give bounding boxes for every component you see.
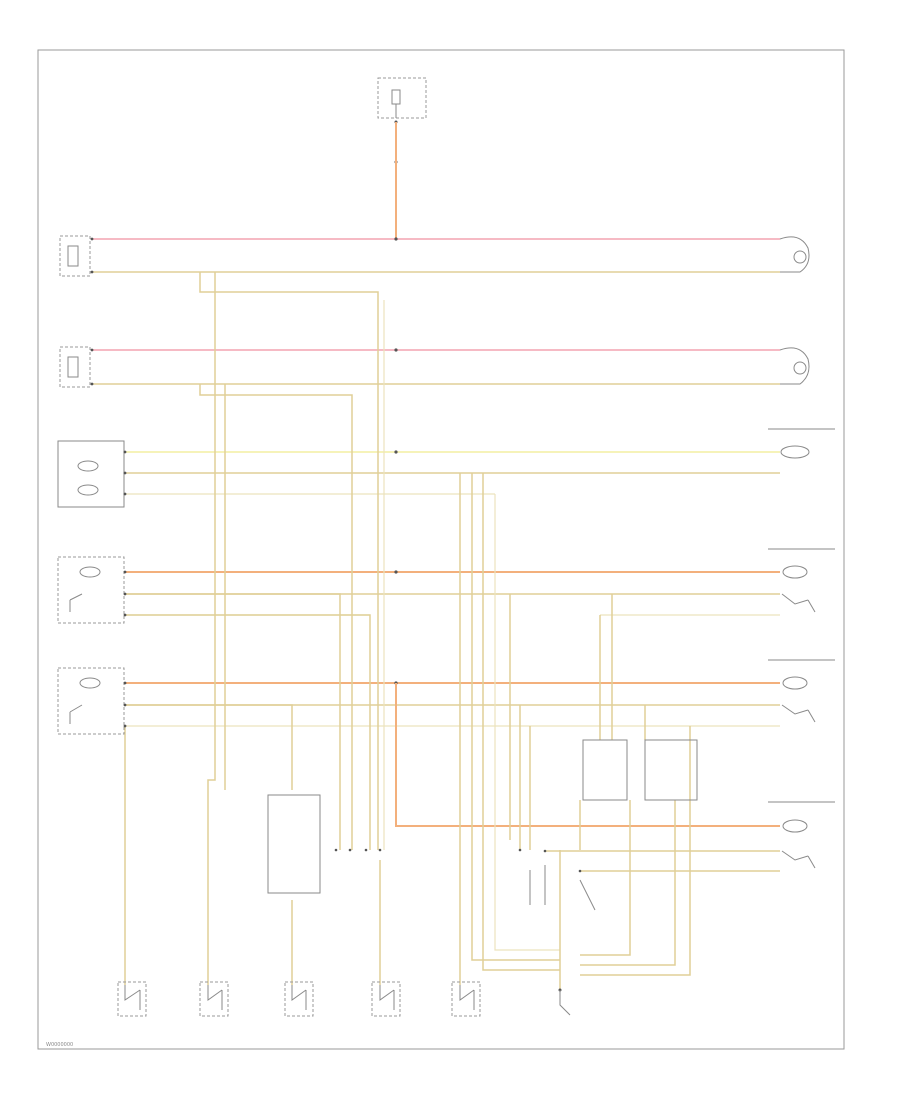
diagram-frame [37, 49, 845, 1050]
bulb-icon [67, 356, 79, 378]
bulb-icon [782, 565, 808, 579]
door-switch-5 [451, 981, 481, 1017]
left-exterior-lamp [57, 556, 127, 624]
splice-dot-icon [394, 237, 398, 241]
bulb-icon [780, 445, 810, 459]
switch-icon [559, 990, 571, 1016]
switch-icon [124, 985, 141, 1010]
dome-lamp [57, 440, 127, 508]
left-lamp-1 [59, 235, 94, 277]
left-lamp-2 [59, 346, 94, 388]
splice-dot-icon [394, 450, 398, 454]
harness-run-a [199, 272, 379, 850]
splice-dot-icon [394, 348, 398, 352]
switch-icon [379, 985, 395, 1010]
bulb-icon [782, 676, 808, 690]
switch-icon [459, 985, 475, 1010]
fuse-block [377, 77, 427, 164]
right-exterior-lamp-a [781, 565, 816, 613]
right-lamp-2 [779, 347, 810, 385]
switch-icon [781, 593, 816, 613]
bulb-icon [79, 677, 101, 689]
splice-dot-icon [394, 570, 398, 574]
right-dome-lamp [780, 445, 810, 459]
bulb-icon [782, 819, 808, 833]
lower-lamp-feed-wire [395, 683, 780, 827]
switch-icon [781, 850, 816, 869]
switch-icon [781, 704, 816, 723]
right-exterior-lamp-b [781, 676, 816, 723]
control-module-left [267, 794, 382, 894]
door-switch-3 [284, 981, 314, 1017]
door-switch-6 [558, 988, 571, 1016]
bulb-icon [77, 460, 99, 472]
door-switch-4 [371, 981, 401, 1017]
lower-switch-assembly [518, 848, 596, 911]
door-switch-2 [199, 981, 229, 1017]
fuse-icon [391, 89, 401, 105]
switch-icon [291, 985, 307, 1010]
switch-icon [69, 593, 83, 612]
bulb-icon [79, 566, 101, 578]
bulb-icon [67, 245, 79, 267]
right-exterior-lamp-c [781, 819, 816, 869]
switch-icon [69, 704, 83, 724]
switch-icon [207, 985, 223, 1010]
fuse-block-outline [377, 77, 427, 119]
door-switch-1 [117, 981, 147, 1017]
relay-module-a [582, 739, 628, 801]
page-code: W0000000 [46, 1042, 73, 1048]
right-exterior-lamp [57, 667, 127, 735]
right-lamp-1 [779, 236, 810, 273]
relay-module-b [644, 739, 698, 801]
bulb-icon [793, 361, 807, 375]
bulb-icon [793, 250, 807, 264]
